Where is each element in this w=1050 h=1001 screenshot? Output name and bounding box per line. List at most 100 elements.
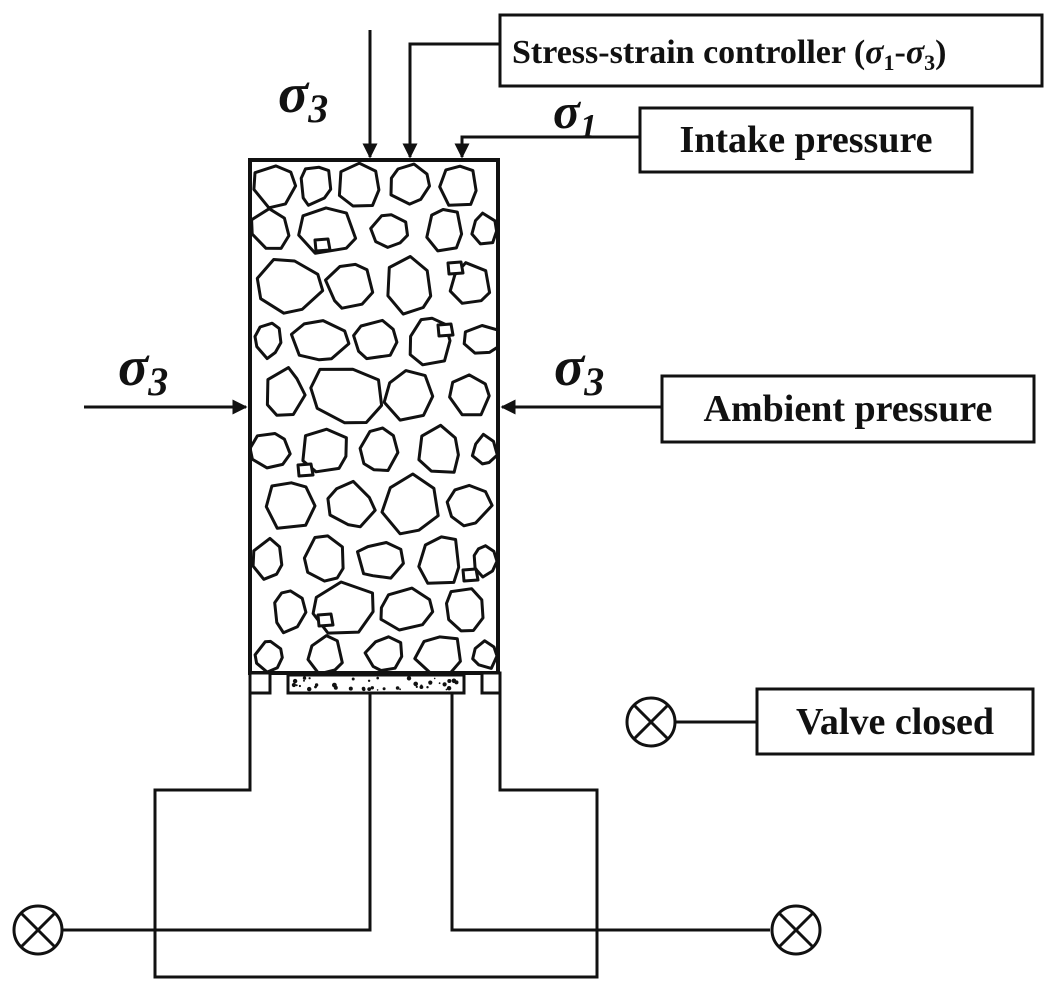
- stone-dot: [419, 685, 424, 689]
- right-drain-pipe: [450, 693, 770, 932]
- intake-pressure-leader-arrow: [454, 135, 640, 159]
- porous-stone: [248, 671, 502, 695]
- stone-dot: [399, 688, 401, 691]
- soil-grain: [389, 162, 431, 206]
- soil-grain: [417, 423, 460, 474]
- soil-grain: [302, 534, 345, 583]
- stone-dot: [351, 677, 355, 681]
- intake-pressure-label: Intake pressure: [638, 106, 974, 174]
- stone-dot: [376, 676, 380, 680]
- valve-closed-legend-icon: [625, 696, 677, 748]
- svg-text:Ambient pressure: Ambient pressure: [704, 388, 993, 430]
- soil-grain: [326, 479, 377, 529]
- valve-right-icon: [770, 904, 822, 956]
- stone-dot: [395, 686, 400, 690]
- soil-grain: [250, 432, 292, 470]
- controller-leader-arrow: [402, 42, 500, 159]
- soil-grain: [425, 208, 464, 253]
- svg-text:Stress-strain controller (σ1-σ: Stress-strain controller (σ1-σ3): [512, 34, 946, 75]
- soil-grain: [448, 373, 491, 417]
- svg-text:Valve closed: Valve closed: [796, 701, 994, 743]
- stone-dot: [428, 680, 433, 685]
- stone-dot: [348, 686, 353, 691]
- stone-dot: [367, 687, 372, 691]
- stone-dot: [291, 682, 296, 688]
- soil-grain: [363, 635, 404, 672]
- ambient-pressure-label: Ambient pressure: [660, 374, 1036, 444]
- soil-grain: [380, 472, 440, 536]
- stone-dot: [308, 677, 311, 680]
- left-drain-pipe: [60, 693, 372, 932]
- soil-grain: [316, 612, 335, 628]
- stone-dot: [426, 686, 429, 689]
- soil-grain: [382, 369, 435, 422]
- soil-sample: [248, 158, 500, 675]
- soil-grain: [436, 322, 455, 338]
- soil-grain: [324, 262, 375, 310]
- stone-dot: [292, 678, 298, 684]
- sigma-3-right-label: σ3: [554, 336, 604, 404]
- stone-dot: [362, 687, 366, 692]
- soil-grain: [369, 213, 409, 249]
- soil-grain: [438, 164, 478, 207]
- soil-grain: [297, 206, 358, 255]
- stone-dot: [415, 685, 418, 689]
- sigma-3-top-label: σ3: [278, 63, 328, 131]
- soil-grain: [253, 321, 283, 361]
- soil-grain: [445, 587, 485, 633]
- stone-dot: [295, 684, 298, 687]
- stone-dot: [454, 680, 459, 685]
- soil-grain: [352, 318, 399, 361]
- soil-grain: [252, 164, 298, 210]
- soil-grain: [445, 483, 494, 528]
- stone-dot: [302, 676, 307, 680]
- soil-grain: [461, 567, 480, 583]
- soil-grain: [413, 635, 462, 673]
- soil-grain: [273, 589, 308, 635]
- soil-grain: [253, 639, 284, 673]
- stress-strain-controller-label: Stress-strain controller (σ1-σ3): [498, 13, 1044, 88]
- stone-dot: [438, 682, 441, 685]
- soil-grain: [299, 165, 333, 207]
- soil-grain: [251, 536, 284, 581]
- stone-dot: [382, 687, 386, 691]
- soil-grain: [264, 481, 317, 530]
- soil-grain: [306, 634, 344, 673]
- soil-grain: [386, 255, 433, 316]
- stone-dot: [433, 677, 436, 680]
- stone-dot: [370, 686, 374, 690]
- stone-dot: [376, 689, 379, 691]
- stone-dot: [333, 685, 338, 690]
- soil-grain: [313, 237, 332, 253]
- soil-grain: [446, 260, 465, 276]
- stone-dot: [298, 684, 301, 688]
- stone-dot: [307, 686, 312, 692]
- soil-grain: [301, 427, 348, 474]
- stone-dot: [442, 682, 447, 687]
- soil-grain: [472, 544, 498, 579]
- soil-grain: [337, 161, 381, 208]
- soil-grain: [471, 639, 498, 670]
- stone-dot: [445, 688, 448, 691]
- soil-grain: [470, 211, 498, 246]
- stone-dot: [303, 679, 305, 682]
- soil-grain: [296, 462, 315, 478]
- valve-left-icon: [12, 904, 64, 956]
- stone-dot: [446, 686, 452, 691]
- drainage-loop-pipe: [153, 693, 599, 979]
- soil-grain: [265, 366, 307, 417]
- soil-grain: [379, 586, 435, 632]
- valve-closed-label: Valve closed: [755, 687, 1035, 756]
- svg-text:Intake pressure: Intake pressure: [679, 119, 932, 161]
- soil-grain: [417, 535, 461, 585]
- controller-text: Stress-strain controller (: [512, 34, 865, 71]
- stone-dot: [314, 683, 319, 687]
- stone-dot: [447, 679, 452, 683]
- sigma-3-left-label: σ3: [118, 336, 168, 404]
- stone-dot: [367, 679, 371, 682]
- soil-grain: [358, 426, 400, 472]
- soil-grain: [309, 367, 384, 425]
- stone-dot: [406, 676, 412, 681]
- soil-grain: [356, 541, 405, 580]
